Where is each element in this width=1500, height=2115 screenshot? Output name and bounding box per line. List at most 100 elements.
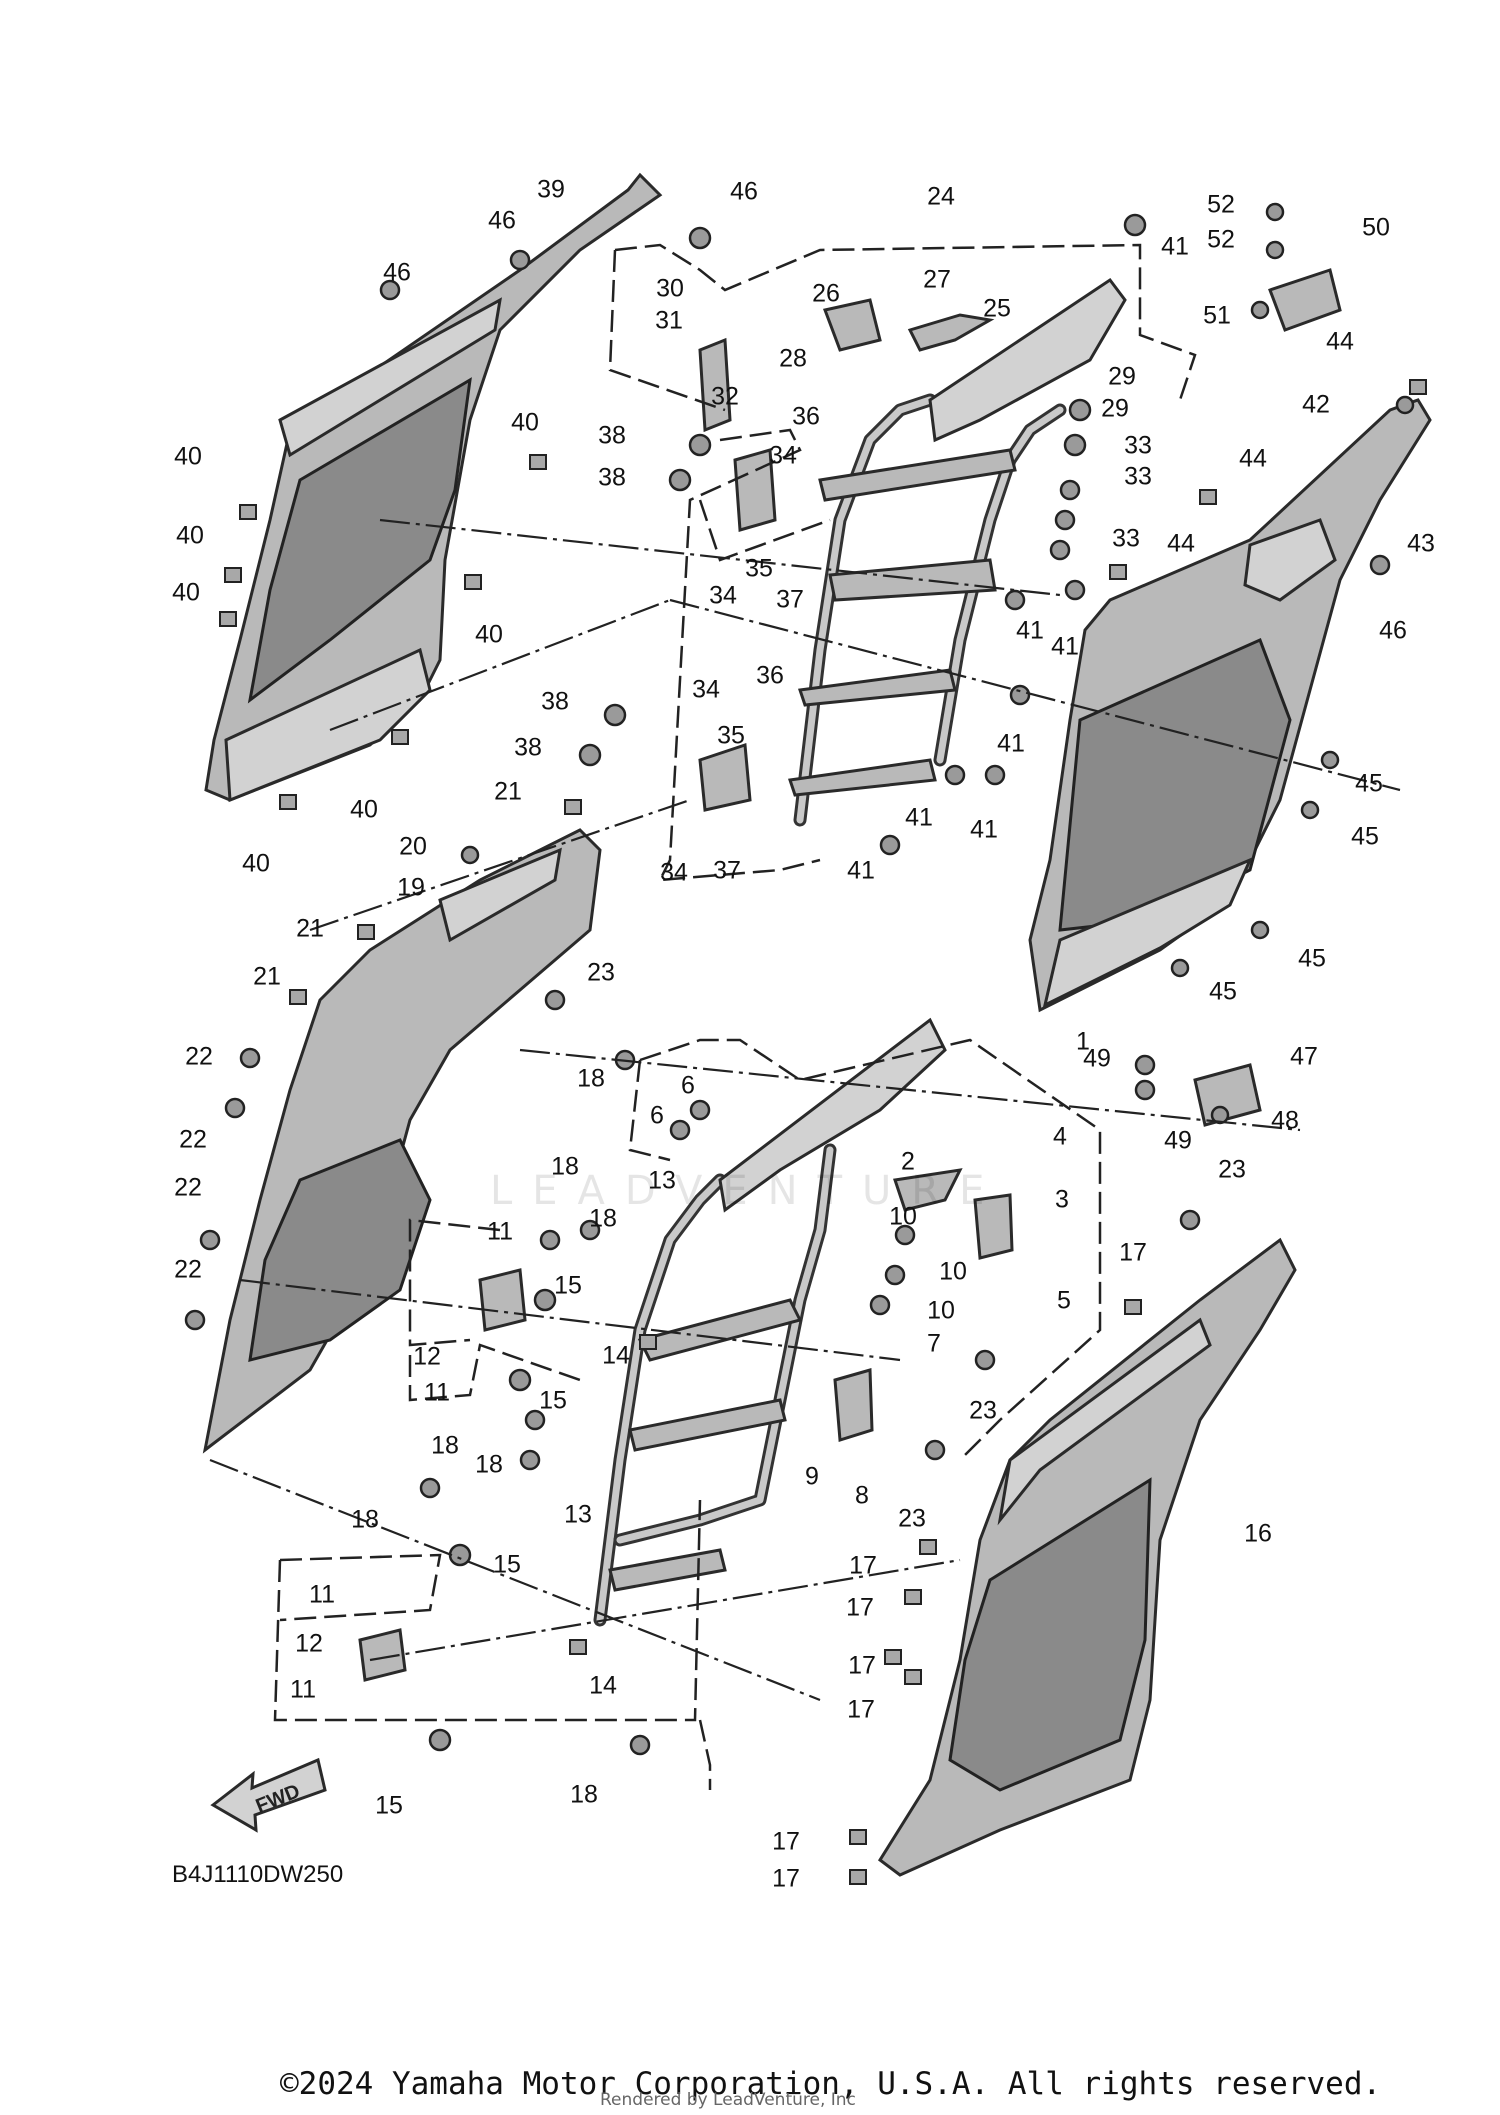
callout-18: 18 bbox=[551, 1153, 579, 1181]
callout-29: 29 bbox=[1101, 395, 1129, 423]
callout-34: 34 bbox=[769, 442, 797, 470]
callout-45: 45 bbox=[1209, 978, 1237, 1006]
callout-15: 15 bbox=[539, 1387, 567, 1415]
callout-40: 40 bbox=[475, 621, 503, 649]
callout-46: 46 bbox=[1379, 617, 1407, 645]
callout-51: 51 bbox=[1203, 302, 1231, 330]
callout-44: 44 bbox=[1239, 445, 1267, 473]
callout-49: 49 bbox=[1083, 1045, 1111, 1073]
callout-37: 37 bbox=[776, 586, 804, 614]
upper-door-frame bbox=[788, 277, 1127, 827]
callout-35: 35 bbox=[745, 555, 773, 583]
callout-38: 38 bbox=[514, 734, 542, 762]
callout-27: 27 bbox=[923, 266, 951, 294]
upper-door-outer-panel bbox=[1028, 398, 1432, 1013]
part-callouts: 1234566789101010111111111212131314141515… bbox=[172, 176, 1435, 1893]
callout-31: 31 bbox=[655, 307, 683, 335]
callout-4: 4 bbox=[1053, 1123, 1067, 1151]
callout-45: 45 bbox=[1351, 823, 1379, 851]
callout-3: 3 bbox=[1055, 1186, 1069, 1214]
callout-33: 33 bbox=[1112, 525, 1140, 553]
alignment-axes bbox=[209, 518, 1401, 1702]
fastener-hardware bbox=[184, 202, 1427, 1885]
callout-15: 15 bbox=[493, 1551, 521, 1579]
callout-14: 14 bbox=[589, 1672, 617, 1700]
callout-22: 22 bbox=[185, 1043, 213, 1071]
callout-17: 17 bbox=[847, 1696, 875, 1724]
callout-33: 33 bbox=[1124, 463, 1152, 491]
callout-18: 18 bbox=[589, 1205, 617, 1233]
callout-11: 11 bbox=[309, 1581, 335, 1609]
callout-23: 23 bbox=[969, 1397, 997, 1425]
copyright-notice: ©2024 Yamaha Motor Corporation, U.S.A. A… bbox=[280, 2066, 1382, 2102]
callout-11: 11 bbox=[290, 1676, 316, 1704]
callout-28: 28 bbox=[779, 345, 807, 373]
callout-23: 23 bbox=[587, 959, 615, 987]
callout-13: 13 bbox=[648, 1167, 676, 1195]
callout-41: 41 bbox=[1016, 617, 1044, 645]
callout-23: 23 bbox=[898, 1505, 926, 1533]
callout-40: 40 bbox=[242, 850, 270, 878]
callout-41: 41 bbox=[1161, 233, 1189, 261]
callout-40: 40 bbox=[511, 409, 539, 437]
callout-41: 41 bbox=[970, 816, 998, 844]
callout-18: 18 bbox=[577, 1065, 605, 1093]
callout-21: 21 bbox=[253, 963, 281, 991]
callout-26: 26 bbox=[812, 280, 840, 308]
callout-25: 25 bbox=[983, 295, 1011, 323]
callout-15: 15 bbox=[554, 1272, 582, 1300]
callout-18: 18 bbox=[351, 1506, 379, 1534]
upper-door-inner-panel bbox=[204, 172, 663, 803]
callout-36: 36 bbox=[756, 662, 784, 690]
callout-40: 40 bbox=[172, 579, 200, 607]
callout-45: 45 bbox=[1298, 945, 1326, 973]
callout-7: 7 bbox=[927, 1330, 941, 1358]
callout-33: 33 bbox=[1124, 432, 1152, 460]
callout-6: 6 bbox=[681, 1072, 695, 1100]
callout-41: 41 bbox=[847, 857, 875, 885]
callout-20: 20 bbox=[399, 833, 427, 861]
callout-14: 14 bbox=[602, 1342, 630, 1370]
callout-12: 12 bbox=[413, 1343, 441, 1371]
callout-32: 32 bbox=[711, 383, 739, 411]
callout-44: 44 bbox=[1167, 530, 1195, 558]
callout-29: 29 bbox=[1108, 363, 1136, 391]
render-credit: Rendered by LeadVenture, Inc bbox=[600, 2090, 856, 2110]
callout-18: 18 bbox=[431, 1432, 459, 1460]
callout-38: 38 bbox=[598, 464, 626, 492]
callout-9: 9 bbox=[805, 1463, 819, 1491]
callout-5: 5 bbox=[1057, 1287, 1071, 1315]
lower-door-outer-panel bbox=[877, 1237, 1297, 1877]
callout-17: 17 bbox=[848, 1652, 876, 1680]
fwd-arrow: FWD bbox=[210, 1757, 327, 1833]
callout-22: 22 bbox=[174, 1174, 202, 1202]
callout-18: 18 bbox=[570, 1781, 598, 1809]
callout-34: 34 bbox=[709, 582, 737, 610]
lower-door-inner-panel bbox=[202, 828, 602, 1454]
callout-40: 40 bbox=[350, 796, 378, 824]
callout-46: 46 bbox=[488, 207, 516, 235]
latch-assembly-upper bbox=[698, 268, 1342, 1127]
callout-46: 46 bbox=[730, 178, 758, 206]
callout-34: 34 bbox=[692, 676, 720, 704]
callout-17: 17 bbox=[772, 1865, 800, 1893]
callout-49: 49 bbox=[1164, 1127, 1192, 1155]
callout-50: 50 bbox=[1362, 214, 1390, 242]
callout-35: 35 bbox=[717, 722, 745, 750]
callout-10: 10 bbox=[889, 1203, 917, 1231]
callout-41: 41 bbox=[997, 730, 1025, 758]
callout-11: 11 bbox=[424, 1379, 450, 1407]
watermark-text: LEADVENTURE bbox=[490, 1168, 1005, 1214]
callout-13: 13 bbox=[564, 1501, 592, 1529]
callout-24: 24 bbox=[927, 183, 955, 211]
callout-21: 21 bbox=[296, 915, 324, 943]
callout-10: 10 bbox=[939, 1258, 967, 1286]
callout-42: 42 bbox=[1302, 391, 1330, 419]
callout-45: 45 bbox=[1355, 770, 1383, 798]
callout-38: 38 bbox=[541, 688, 569, 716]
callout-15: 15 bbox=[375, 1792, 403, 1820]
callout-17: 17 bbox=[1119, 1239, 1147, 1267]
latch-assembly-lower bbox=[358, 1168, 1014, 1682]
callout-47: 47 bbox=[1290, 1043, 1318, 1071]
